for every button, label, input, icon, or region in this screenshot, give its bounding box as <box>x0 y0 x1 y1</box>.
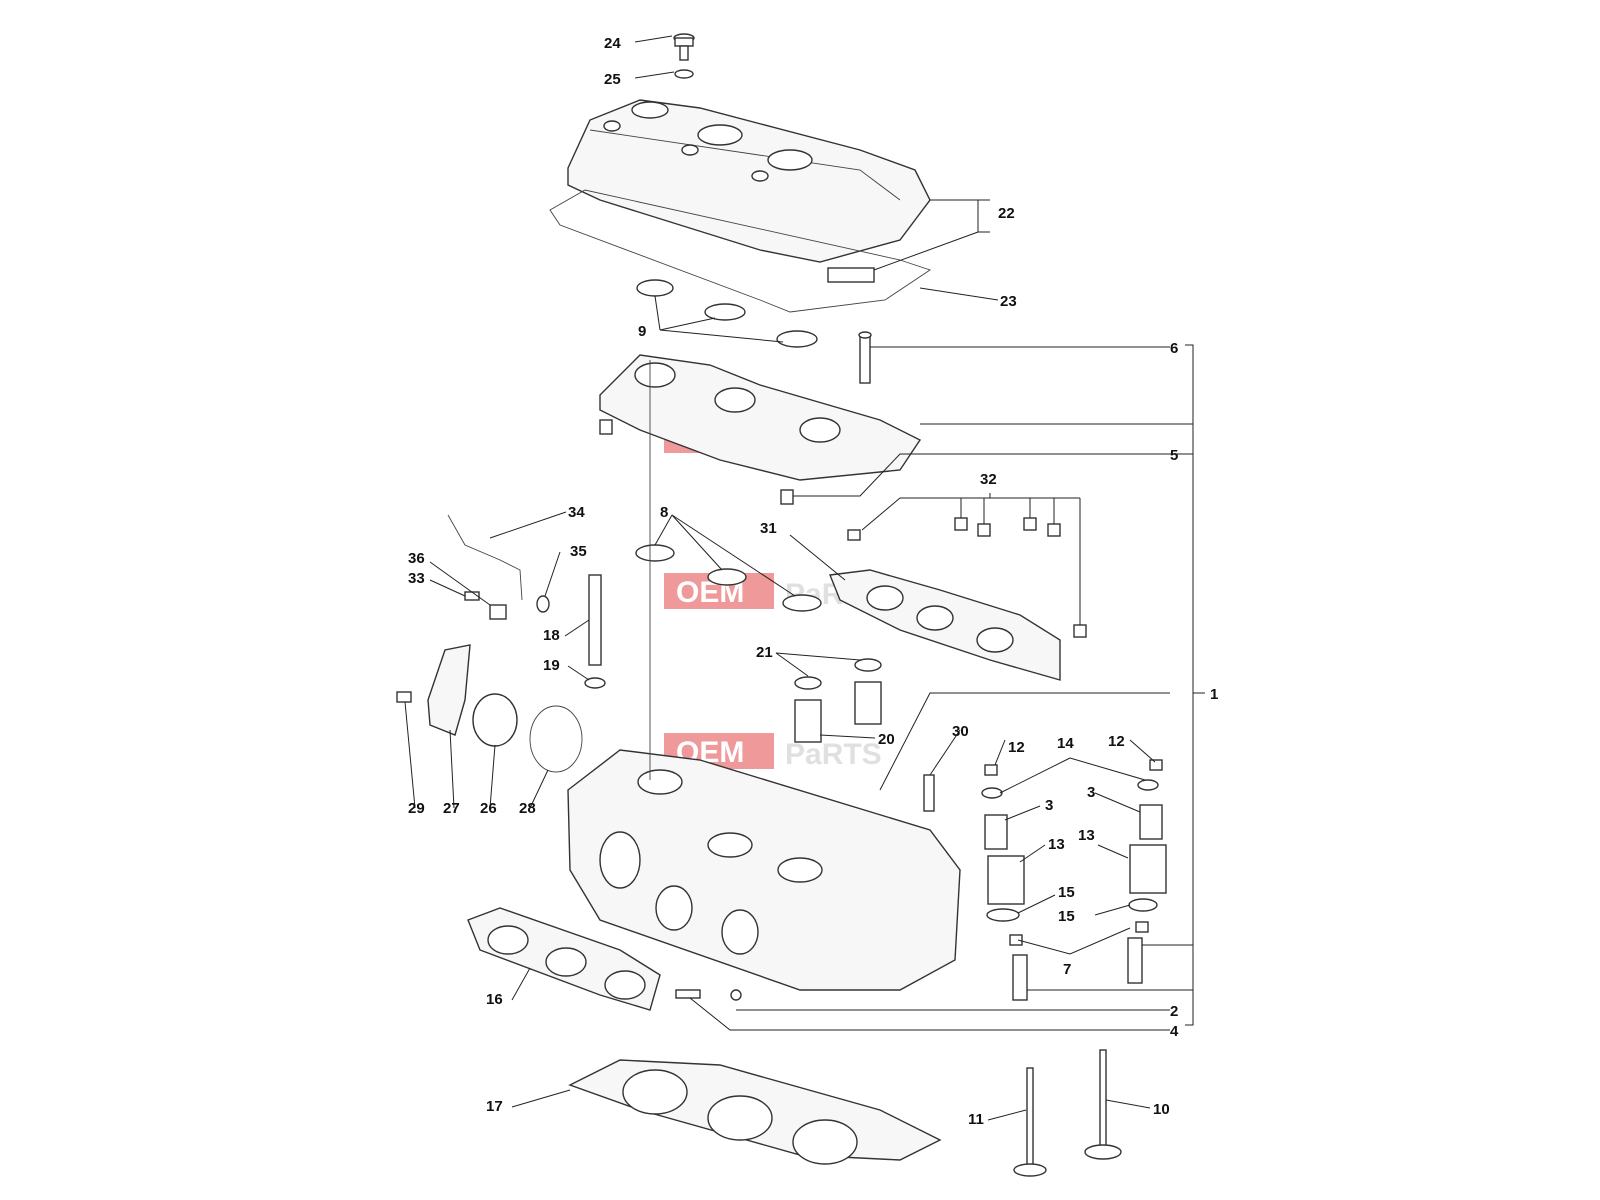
callout-15-upper: 15 <box>1058 884 1075 901</box>
callout-9: 9 <box>638 323 646 340</box>
callout-2: 2 <box>1170 1003 1178 1020</box>
part-16-exhaust-gasket <box>467 907 661 1011</box>
part-1-cylinder-head <box>567 749 961 991</box>
callout-20: 20 <box>878 731 895 748</box>
part-13-outer-springs <box>987 844 1167 905</box>
callout-14: 14 <box>1057 735 1074 752</box>
callout-32: 32 <box>980 471 997 488</box>
part-2-pin <box>730 989 742 1001</box>
part-guides <box>1012 937 1143 1001</box>
callout-17: 17 <box>486 1098 503 1115</box>
callout-25: 25 <box>604 71 621 88</box>
part-23-gasket <box>549 189 932 313</box>
callout-19: 19 <box>543 657 560 674</box>
part-20-sleeve-a <box>794 699 822 743</box>
callout-6: 6 <box>1170 340 1178 357</box>
leader-lines <box>404 35 1193 1121</box>
callout-21: 21 <box>756 644 773 661</box>
callout-1: 1 <box>1210 686 1218 703</box>
callouts: 24 25 22 23 9 6 5 32 34 8 31 36 35 33 18… <box>408 35 1218 1128</box>
watermark-parts: PaRTS <box>785 738 882 771</box>
part-26-thermostat <box>472 693 518 747</box>
part-14-retainer-a <box>981 787 1003 799</box>
callout-8: 8 <box>660 504 668 521</box>
callout-12-right: 12 <box>1108 733 1125 750</box>
callout-23: 23 <box>1000 293 1017 310</box>
part-5-cam-holder <box>599 354 922 505</box>
callout-13-right: 13 <box>1078 827 1095 844</box>
part-3-inner-springs <box>984 804 1163 850</box>
callout-27: 27 <box>443 800 460 817</box>
part-17-head-gasket <box>568 1059 942 1165</box>
part-30-bolt <box>923 774 935 812</box>
callout-10: 10 <box>1153 1101 1170 1118</box>
part-35-ring <box>536 595 550 613</box>
callout-3-left: 3 <box>1045 797 1053 814</box>
part-21-ring-b <box>854 658 882 672</box>
callout-34: 34 <box>568 504 585 521</box>
callout-15-lower: 15 <box>1058 908 1075 925</box>
callout-35: 35 <box>570 543 587 560</box>
callout-30: 30 <box>952 723 969 740</box>
callout-31: 31 <box>760 520 777 537</box>
part-19-washer <box>584 677 606 689</box>
part-14-retainer-b <box>1137 779 1159 791</box>
callout-3-right: 3 <box>1087 784 1095 801</box>
part-25-washer <box>674 69 694 79</box>
part-15-seat-b <box>1128 898 1158 912</box>
part-28-oring <box>529 705 583 773</box>
callout-36: 36 <box>408 550 425 567</box>
part-4-dowel <box>675 989 701 999</box>
part-18-stud <box>588 574 602 666</box>
callout-22: 22 <box>998 205 1015 222</box>
part-24-bolt <box>673 33 695 61</box>
callout-7: 7 <box>1063 961 1071 978</box>
part-27-thermostat-housing <box>427 644 471 736</box>
part-36-bracket <box>489 604 507 620</box>
part-12-keepers <box>984 759 1163 776</box>
assembly-bracket <box>1185 344 1205 1026</box>
part-22-valve-cover <box>567 99 931 283</box>
callout-13-left: 13 <box>1048 836 1065 853</box>
callout-12-left: 12 <box>1008 739 1025 756</box>
part-34-pipe <box>447 514 523 601</box>
callout-26: 26 <box>480 800 497 817</box>
callout-33: 33 <box>408 570 425 587</box>
part-10-valve <box>1084 1049 1122 1160</box>
part-9-seals <box>636 279 818 348</box>
callout-28: 28 <box>519 800 536 817</box>
callout-5: 5 <box>1170 447 1178 464</box>
callout-29: 29 <box>408 800 425 817</box>
callout-24: 24 <box>604 35 621 52</box>
part-15-seat-a <box>986 908 1020 922</box>
callout-18: 18 <box>543 627 560 644</box>
part-6-bolt <box>858 331 872 384</box>
part-11-valve <box>1013 1067 1047 1177</box>
callout-11: 11 <box>968 1111 984 1128</box>
part-31-intake-gasket <box>829 569 1061 681</box>
part-7-seals <box>1009 921 1149 946</box>
part-21-ring-a <box>794 676 822 690</box>
part-29-bolt <box>396 691 412 703</box>
callout-16: 16 <box>486 991 503 1008</box>
part-20-sleeve-b <box>854 681 882 725</box>
part-8-orings <box>635 544 822 612</box>
callout-4: 4 <box>1170 1023 1179 1040</box>
